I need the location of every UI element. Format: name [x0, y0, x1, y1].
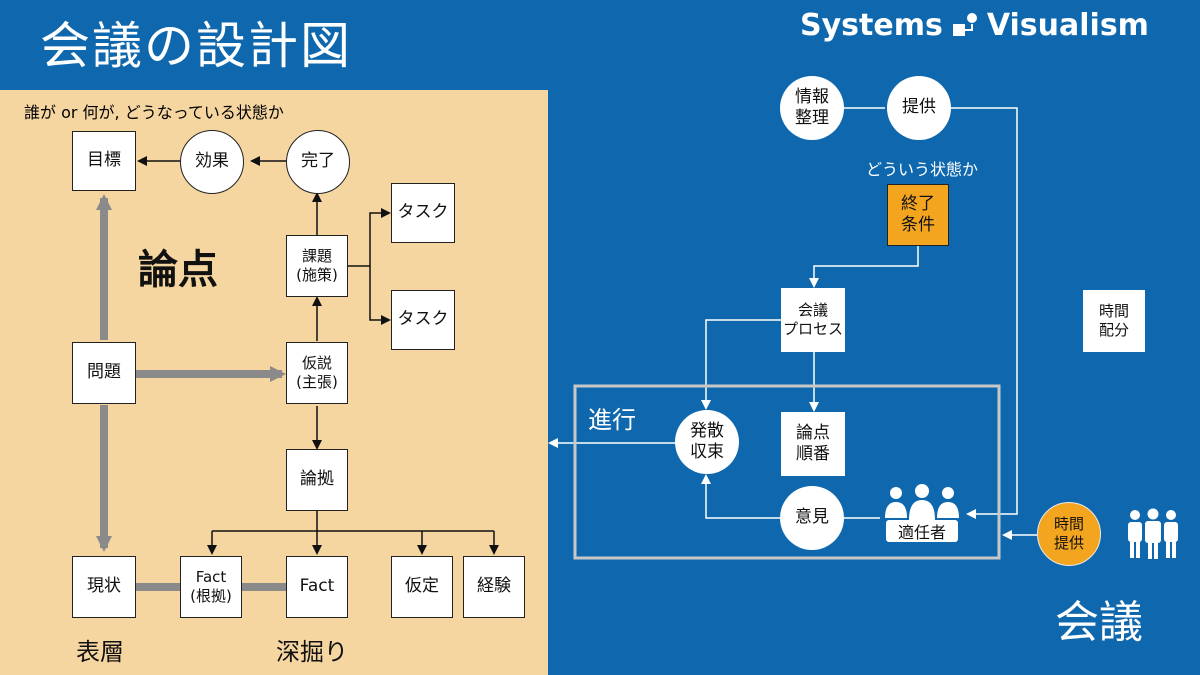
progress-label: 進行	[588, 406, 636, 434]
page-title: 会議の設計図	[40, 17, 352, 75]
problem-node: 問題	[72, 342, 136, 404]
process-to-diverge-arrow	[701, 319, 781, 410]
order-node: 論点 順番	[781, 412, 845, 476]
end-condition-node: 終了 条件	[887, 184, 949, 246]
brand-left-text: Systems	[800, 8, 943, 43]
appropriate-person-group: 適任者	[878, 484, 966, 546]
appropriate-label: 適任者	[886, 520, 958, 542]
panel-subtitle: 誰が or 何が, どうなっている状態か	[24, 103, 284, 122]
deep-dive-label: 深掘り	[276, 638, 348, 666]
task1-node: タスク	[391, 183, 455, 243]
three-people-icon	[1128, 508, 1178, 559]
progress-frame	[573, 384, 1001, 560]
process-node: 会議 プロセス	[781, 288, 845, 352]
effect-node: 効果	[180, 130, 244, 194]
time-provide-node: 時間 提供	[1037, 502, 1101, 566]
meeting-label: 会議	[1055, 597, 1143, 648]
task2-node: タスク	[391, 290, 455, 350]
experience-node: 経験	[463, 556, 525, 618]
brand-logo-icon	[952, 12, 977, 36]
time-alloc-node: 時間 配分	[1083, 290, 1145, 352]
people-group-icon	[885, 484, 959, 520]
state-question-label: どういう状態か	[866, 160, 979, 179]
brand-logo: Systems Visualism	[800, 8, 1149, 43]
opinion-to-diverge-arrow	[701, 474, 780, 519]
hypothesis-node: 仮説 (主張)	[286, 342, 348, 404]
end-to-process-arrow	[809, 246, 919, 288]
goal-node: 目標	[72, 131, 136, 191]
issue-to-task1-arrow	[348, 208, 391, 267]
diverge-node: 発散 収束	[675, 410, 739, 474]
issue-big-label: 論点	[138, 247, 218, 293]
complete-node: 完了	[286, 130, 350, 194]
brand-right-text: Visualism	[986, 8, 1149, 43]
assumption-node: 仮定	[391, 556, 453, 618]
surface-label: 表層	[76, 638, 124, 666]
current-node: 現状	[72, 556, 136, 618]
grounds-node: 論拠	[286, 449, 348, 511]
info-node: 情報 整理	[780, 76, 844, 140]
fact2-node: Fact	[286, 556, 348, 618]
fact1-node: Fact (根拠)	[180, 556, 242, 618]
issue-to-task2-arrow	[369, 266, 391, 325]
provide-to-appropriate-arrow	[951, 107, 1018, 519]
issue-node: 課題 (施策)	[286, 235, 348, 297]
opinion-node: 意見	[780, 486, 844, 550]
provide-node: 提供	[887, 76, 951, 140]
